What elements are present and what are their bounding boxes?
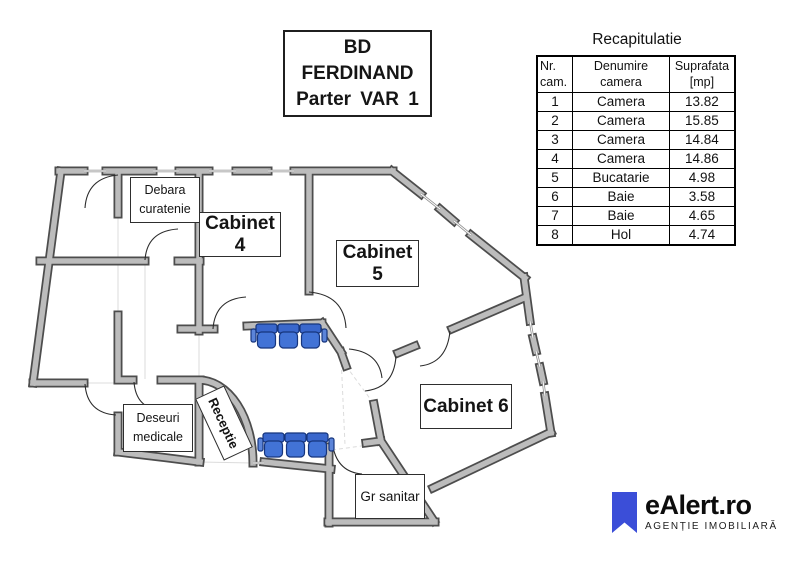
chairs-row-2 [257,432,335,458]
logo-tagline: AGENȚIE IMOBILIARĂ [645,521,778,532]
recap-title: Recapitulatie [592,31,682,48]
window-lines [84,169,547,465]
plan-title-box: BD FERDINAND Parter VAR 1 [283,30,432,117]
door-arcs [84,174,451,475]
recap-header-row: Nr. cam. Denumire camera Suprafata [mp] [536,55,736,93]
room-label-deseuri: Deseuri medicale [123,404,193,452]
col-header-nr: Nr. cam. [536,55,574,93]
room-label-debara: Debara curatenie [130,177,200,223]
logo-name: eAlert.ro [645,490,752,520]
col-header-denumire: Denumire camera [572,55,670,93]
recap-table: Nr. cam. Denumire camera Suprafata [mp] … [536,55,736,246]
ealert-logo: eAlert.ro AGENȚIE IMOBILIARĂ [611,491,778,535]
recap-section: Recapitulatie Nr. cam. Denumire camera S… [536,31,738,246]
col-header-suprafata: Suprafata [mp] [668,55,736,93]
plan-title-line1: BD [343,37,372,58]
room-label-cabinet6: Cabinet 6 [420,384,512,429]
room-label-cabinet5: Cabinet 5 [336,240,419,287]
room-label-gr-sanitar: Gr sanitar [355,474,425,519]
bookmark-icon [612,492,637,533]
room-label-cabinet4: Cabinet 4 [199,212,281,257]
plan-title-line3: Parter VAR 1 [296,89,419,110]
plan-title-line2: FERDINAND [301,63,414,84]
chairs-row-1 [250,323,328,349]
